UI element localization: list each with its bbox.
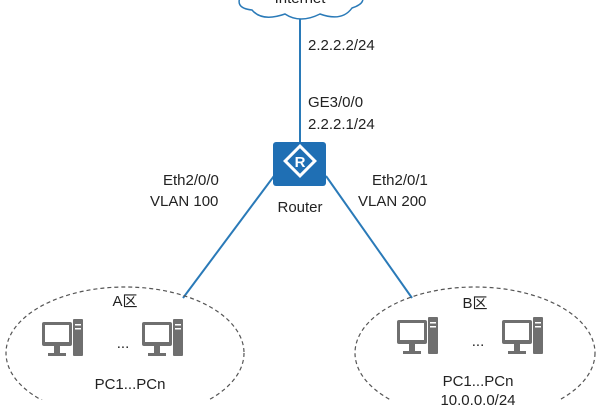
network-topology-diagram: R	[5, 0, 596, 400]
zone-a-ellipsis: ...	[116, 335, 130, 352]
pc-icon	[42, 319, 83, 356]
zone-b-hosts: PC1...PCn	[442, 373, 514, 390]
router-address-label: 2.2.2.1/24	[308, 116, 375, 133]
link-zone-a	[182, 175, 275, 299]
link-zone-b	[325, 175, 413, 299]
pc-icon	[502, 317, 543, 354]
zone-b-title: B区	[462, 295, 488, 312]
router-glyph: R	[295, 154, 306, 171]
left-port-label: Eth2/0/0	[163, 172, 219, 189]
router-port-label: GE3/0/0	[308, 94, 364, 111]
right-vlan-label: VLAN 200	[358, 193, 427, 210]
zone-b-subnet: 10.0.0.0/24	[440, 392, 516, 409]
pc-icon	[142, 319, 183, 356]
zone-a-title: A区	[112, 293, 138, 310]
pc-icon	[397, 317, 438, 354]
internet-label: Internet	[255, 0, 345, 8]
zone-b-boundary	[354, 286, 596, 400]
router-label: Router	[277, 199, 323, 216]
router-icon: R	[273, 142, 326, 186]
zone-b-ellipsis: ...	[471, 333, 485, 350]
isp-address-label: 2.2.2.2/24	[308, 37, 375, 54]
internet-cloud	[238, 0, 364, 20]
right-port-label: Eth2/0/1	[372, 172, 428, 189]
zone-a-hosts: PC1...PCn	[94, 376, 166, 393]
left-vlan-label: VLAN 100	[150, 193, 219, 210]
zone-a-boundary	[5, 286, 245, 400]
